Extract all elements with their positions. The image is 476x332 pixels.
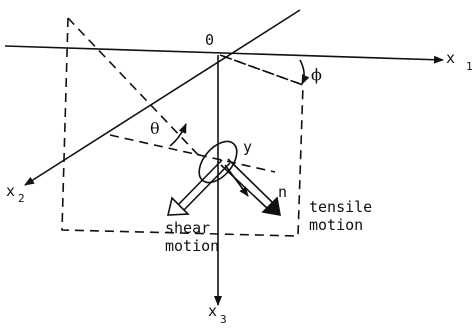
phi-label: ϕ [311, 65, 322, 84]
shear-motion-label-line1: shear [165, 219, 210, 237]
x1-subscript: 1 [466, 60, 473, 73]
x2-label: x [6, 182, 15, 200]
y-label: y [243, 138, 252, 156]
shear-motion-label-line2: motion [165, 237, 219, 255]
origin-label: 0 [205, 31, 214, 49]
phi-reference-line [219, 54, 304, 86]
x3-label: x [208, 302, 217, 320]
shear-arrow-shaft-a [175, 159, 223, 208]
tensile-arrow [224, 164, 249, 197]
phi-arc [299, 59, 310, 85]
normal-arrow-shaft-a [220, 164, 269, 210]
n-label: n [278, 183, 287, 201]
tensile-motion-label-line1: tensile [309, 198, 372, 216]
theta-label: θ [150, 119, 160, 138]
shear-arrow-head [166, 196, 190, 216]
normal-arrow-head [261, 196, 281, 216]
x1-label: x [446, 49, 455, 67]
tensile-motion-label-line2: motion [309, 216, 363, 234]
theta-reference-line [109, 134, 276, 173]
theta-arc [169, 123, 187, 147]
x2-axis [24, 9, 301, 186]
fault-plane-outline [61, 17, 304, 237]
plane-diagonal [67, 17, 204, 161]
shear-arrow-shaft-b [182, 162, 231, 212]
normal-arrow-shaft-b [227, 158, 274, 204]
x1-axis [4, 45, 444, 64]
x2-subscript: 2 [18, 192, 25, 205]
x3-subscript: 3 [220, 313, 227, 326]
